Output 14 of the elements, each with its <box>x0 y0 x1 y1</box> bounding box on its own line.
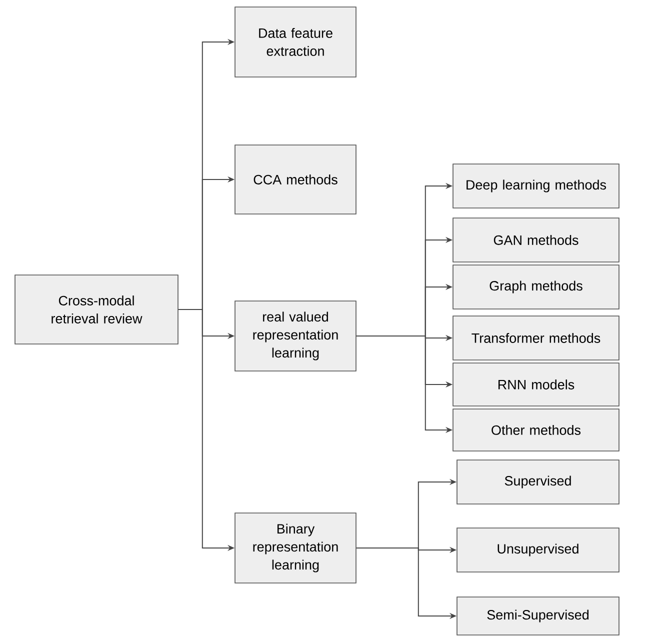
category-box: Graph methods <box>452 264 620 310</box>
category-box: Transformer methods <box>452 316 620 360</box>
category-box: Semi-Supervised <box>456 596 620 636</box>
category-box: GAN methods <box>452 218 620 262</box>
category-box: Unsupervised <box>456 528 620 572</box>
category-box: RNN models <box>452 362 620 406</box>
category-box: CCA methods <box>234 144 356 214</box>
category-box: Data feature extraction <box>234 6 356 78</box>
category-box: Other methods <box>452 408 620 452</box>
category-box: Deep learning methods <box>452 164 620 208</box>
category-box: Binary representation learning <box>234 512 356 584</box>
category-box: real valued representation learning <box>234 300 356 372</box>
category-box: Cross-modal retrieval review <box>14 274 178 344</box>
category-box: Supervised <box>456 460 620 504</box>
